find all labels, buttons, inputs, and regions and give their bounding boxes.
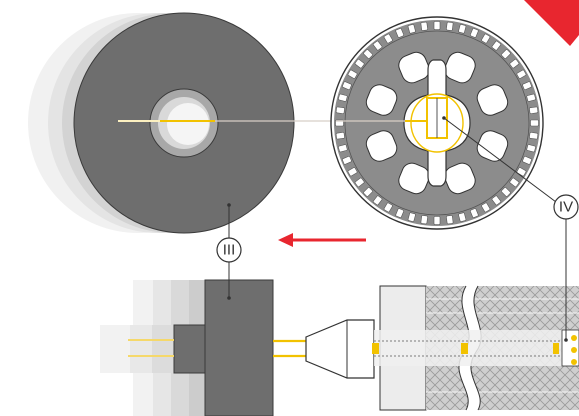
wheel-tooth: [372, 40, 383, 51]
wheel-tooth: [420, 21, 428, 31]
callout-b-label: IV: [559, 199, 573, 216]
wheel-teeth: [335, 21, 539, 225]
wheel-tooth: [372, 195, 383, 206]
wheel-tooth: [363, 187, 373, 197]
wheel-tooth: [526, 93, 536, 102]
wheel-tooth: [395, 208, 404, 218]
wheel-cutout: [365, 130, 398, 162]
wheel-cutout: [444, 51, 476, 84]
reel-wheel: [330, 16, 544, 230]
wheel-tooth: [433, 216, 441, 225]
wheel-tooth: [338, 93, 348, 102]
wheel-tooth: [338, 144, 348, 153]
fiber-channel: [372, 330, 564, 366]
wheel-tooth: [481, 202, 491, 213]
callout-a: III: [216, 237, 242, 263]
wheel-tooth: [407, 24, 416, 34]
wheel-tooth: [347, 167, 358, 177]
wheel-tooth: [458, 212, 467, 222]
wheel-tooth: [458, 24, 467, 34]
wheel-tooth: [420, 215, 428, 225]
wheel-tooth: [342, 81, 352, 90]
wheel-cutout: [444, 162, 476, 195]
wheel-tooth: [383, 33, 393, 44]
wheel-tooth: [501, 49, 511, 59]
wheel-tooth: [509, 58, 520, 69]
arrow-left-icon: [278, 233, 366, 247]
wheel-tooth: [491, 195, 502, 206]
callout-leader-a: [227, 203, 231, 238]
spool-disc-stack: [28, 12, 295, 234]
wheel-tooth: [354, 58, 365, 69]
wheel-tooth: [446, 21, 454, 31]
wheel-tooth: [481, 33, 491, 44]
wheel-tooth: [433, 21, 441, 30]
wheel-tooth: [335, 132, 345, 140]
callout-leader-b: [442, 116, 561, 206]
wheel-cutout: [476, 130, 509, 162]
wheel-tooth: [526, 144, 536, 153]
wheel-tooth: [491, 40, 502, 51]
fiber-ghost-lines: [128, 339, 174, 357]
corner-triangle-icon: [524, 0, 579, 46]
end-pins: [561, 219, 579, 367]
wheel-tooth: [407, 212, 416, 222]
wheel-tooth: [529, 106, 539, 114]
wheel-cutouts: [365, 51, 509, 195]
fiber-connector: [305, 319, 375, 379]
wheel-tooth: [516, 69, 527, 79]
wheel-cutout: [398, 51, 430, 84]
wheel-tooth: [470, 28, 479, 38]
wheel-tooth: [529, 132, 539, 140]
wheel-tooth: [335, 106, 345, 114]
wheel-tooth: [509, 177, 520, 188]
wheel-tooth: [354, 177, 365, 188]
callout-b: IV: [553, 194, 579, 220]
section-ghost-blocks: [100, 280, 205, 416]
wheel-tooth: [470, 208, 479, 218]
wheel-cutout: [398, 162, 430, 195]
wheel-tooth: [522, 81, 532, 90]
callout-a-label: III: [223, 242, 236, 259]
wheel-tooth: [347, 69, 358, 79]
wheel-tooth: [342, 156, 352, 165]
wheel-tooth: [522, 156, 532, 165]
wheel-cutout: [365, 84, 398, 116]
spool-cross-section: [173, 262, 274, 416]
wheel-tooth: [363, 49, 373, 59]
wheel-tooth: [530, 119, 539, 127]
wheel-cutout: [476, 84, 509, 116]
wheel-tooth: [501, 187, 511, 197]
wheel-tooth: [383, 202, 393, 213]
wheel-tooth: [446, 215, 454, 225]
wheel-tooth: [395, 28, 404, 38]
